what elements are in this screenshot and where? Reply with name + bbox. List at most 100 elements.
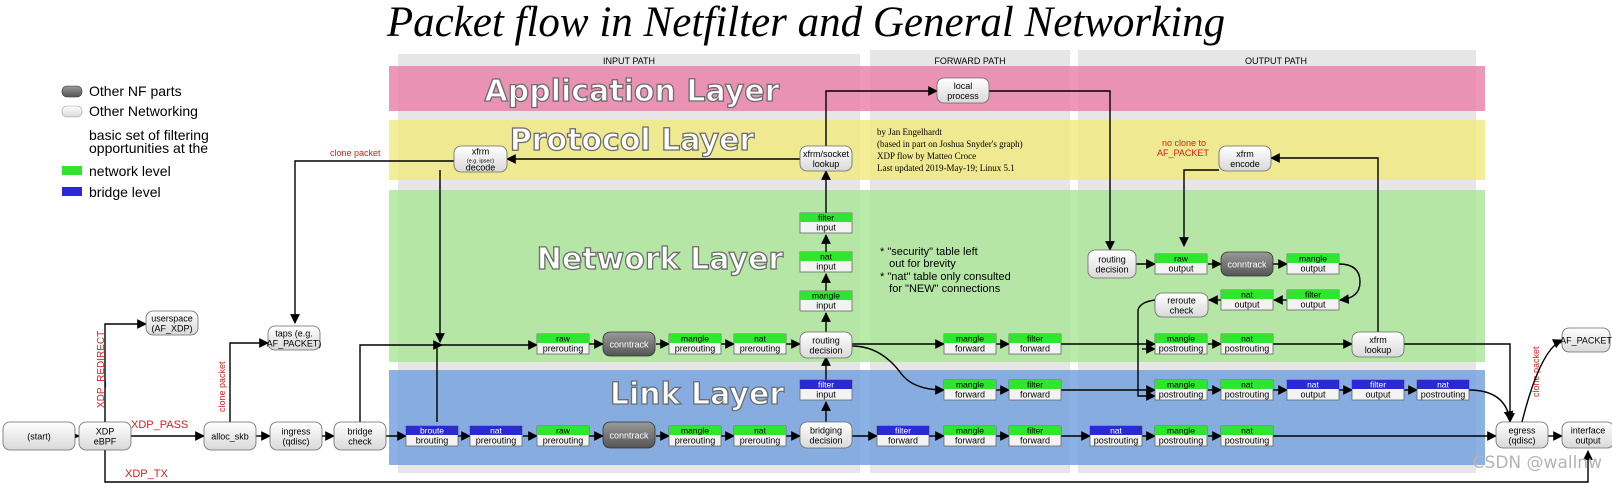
legend: Other NF parts Other Networking basic se… <box>61 83 209 200</box>
ingress-node-label: (qdisc) <box>282 437 309 447</box>
legend-green-swatch <box>62 166 82 175</box>
filter-forward-bottom-tag-label: filter <box>1027 426 1043 436</box>
credit-line: Last updated 2019-May-19; Linux 5.1 <box>877 163 1015 173</box>
mangle-forward-tag-label: mangle <box>956 334 984 344</box>
filter-forward-bottom-tag <box>1009 426 1061 435</box>
xdp-ebpf-node-label: XDP <box>96 427 115 437</box>
filter-forward-bottom-hook-label: forward <box>1020 436 1050 446</box>
legend-networking-label: Other Networking <box>89 103 198 119</box>
legend-bridge-label: bridge level <box>89 184 161 200</box>
credit-line: (based in part on Joshua Snyder's graph) <box>877 139 1023 149</box>
raw-output-tag <box>1155 254 1207 263</box>
nat-prerouting-link-tag-label: nat <box>754 426 766 436</box>
mangle-forward-hook-label: forward <box>955 344 985 354</box>
bridge-filter-output-tag-label: filter <box>1370 380 1386 390</box>
legend-nf-label: Other NF parts <box>89 83 182 99</box>
nat-postrouting-bottom-tag <box>1221 426 1273 435</box>
raw-prerouting-tag-label: raw <box>556 334 571 344</box>
ingress-node-shape <box>269 421 323 451</box>
xfrm-decode-node-shape <box>453 145 508 173</box>
nat-postrouting-link-hook-label: postrouting <box>1225 390 1270 400</box>
filter-input-hook-label: input <box>816 223 836 233</box>
mangle-postrouting-bottom-hook-label: postrouting <box>1159 436 1204 446</box>
forward-path-header: FORWARD PATH <box>934 56 1005 66</box>
start-node: (start) <box>2 421 76 451</box>
bridging-decision-node-label: decision <box>809 436 842 446</box>
note-line: out for brevity <box>880 258 956 270</box>
taps-node-shape <box>267 325 321 351</box>
bridge-nat-postrouting-bottom-tag-label: nat <box>1110 426 1122 436</box>
mangle-output-tag-label: mangle <box>1299 254 1327 264</box>
filter-forward-link-tag <box>1009 380 1061 389</box>
link-layer-title: Link Layer <box>610 377 784 412</box>
filter-output-tag-label: filter <box>1305 290 1321 300</box>
interface-output-node-label: interface <box>1571 426 1606 436</box>
bridge-nat-postrouting-bottom-hook-label: postrouting <box>1094 436 1139 446</box>
reroute-check-node-label: check <box>1170 306 1194 316</box>
broute-brouting-hook-label: brouting <box>416 436 449 446</box>
raw-prerouting-link-hook-label: prerouting <box>543 436 584 446</box>
nat-input-hook-label: input <box>816 262 836 272</box>
nat-prerouting-link-tag <box>734 426 786 435</box>
nat-output-tag-label: nat <box>1241 290 1253 300</box>
nat-postrouting-tag <box>1221 334 1273 343</box>
xfrm-decode-node: xfrm(e.g. ipsec)decode <box>453 145 508 173</box>
nat-postrouting-bottom-hook-label: postrouting <box>1225 436 1270 446</box>
raw-output-tag-label: raw <box>1174 254 1189 264</box>
input-path-header: INPUT PATH <box>603 56 655 66</box>
raw-prerouting-hook-label: prerouting <box>543 344 584 354</box>
network-layer-title: Network Layer <box>537 242 784 277</box>
xfrm-decode-node-label: xfrm <box>472 147 490 157</box>
legend-blue-swatch <box>62 187 82 196</box>
bridge-filter-forward-hook-label: forward <box>888 436 918 446</box>
application-layer-title: Application Layer <box>485 74 780 109</box>
mangle-postrouting-hook-label: postrouting <box>1159 344 1204 354</box>
note-line: * "nat" table only consulted <box>880 271 1011 283</box>
nat-output-hook-label: output <box>1234 300 1260 310</box>
mangle-forward-link-hook-label: forward <box>955 390 985 400</box>
local-process-node-label: local <box>954 81 973 91</box>
raw-prerouting-tag <box>537 334 589 343</box>
protocol-layer-band <box>389 120 1485 180</box>
credit-line: by Jan Engelhardt <box>877 127 942 137</box>
bridge-nat-postrouting-hook-label: postrouting <box>1421 390 1466 400</box>
egress-node-label: (qdisc) <box>1508 436 1535 446</box>
mangle-prerouting-tag <box>669 334 721 343</box>
out-routing-decision-node-label: routing <box>1098 255 1126 265</box>
local-process-node-shape <box>936 77 990 104</box>
reroute-check-node-label: reroute <box>1167 296 1196 306</box>
nat-output-tag <box>1221 290 1273 299</box>
filter-forward-hook-label: forward <box>1020 344 1050 354</box>
raw-output-hook-label: output <box>1168 264 1194 274</box>
bridge-nat-output-hook-label: output <box>1300 390 1326 400</box>
alloc-skb-node-label: alloc_skb <box>211 432 249 442</box>
xfrm-lookup-node-shape <box>1351 331 1405 358</box>
conntrack-node-label: conntrack <box>1227 260 1267 270</box>
mangle-forward-link-tag <box>944 380 996 389</box>
conntrack-node-shape <box>1220 251 1274 277</box>
filter-forward-link-tag-label: filter <box>1027 380 1043 390</box>
mangle-forward-link-tag-label: mangle <box>956 380 984 390</box>
filter-forward-tag <box>1009 334 1061 343</box>
mangle-prerouting-hook-label: prerouting <box>675 344 716 354</box>
xfrm-decode-node-label: (e.g. ipsec) <box>467 159 494 165</box>
legend-basic-line1: basic set of filtering <box>89 127 209 143</box>
conntrack-node: conntrack <box>602 331 656 357</box>
taps-node-label: AF_PACKET) <box>267 339 322 349</box>
filter-input-tag <box>800 213 852 222</box>
mangle-prerouting-tag-label: mangle <box>681 334 709 344</box>
nat-prerouting-hook-label: prerouting <box>740 344 781 354</box>
flow-arrows <box>70 86 1593 483</box>
ingress-node: ingress(qdisc) <box>269 421 323 451</box>
